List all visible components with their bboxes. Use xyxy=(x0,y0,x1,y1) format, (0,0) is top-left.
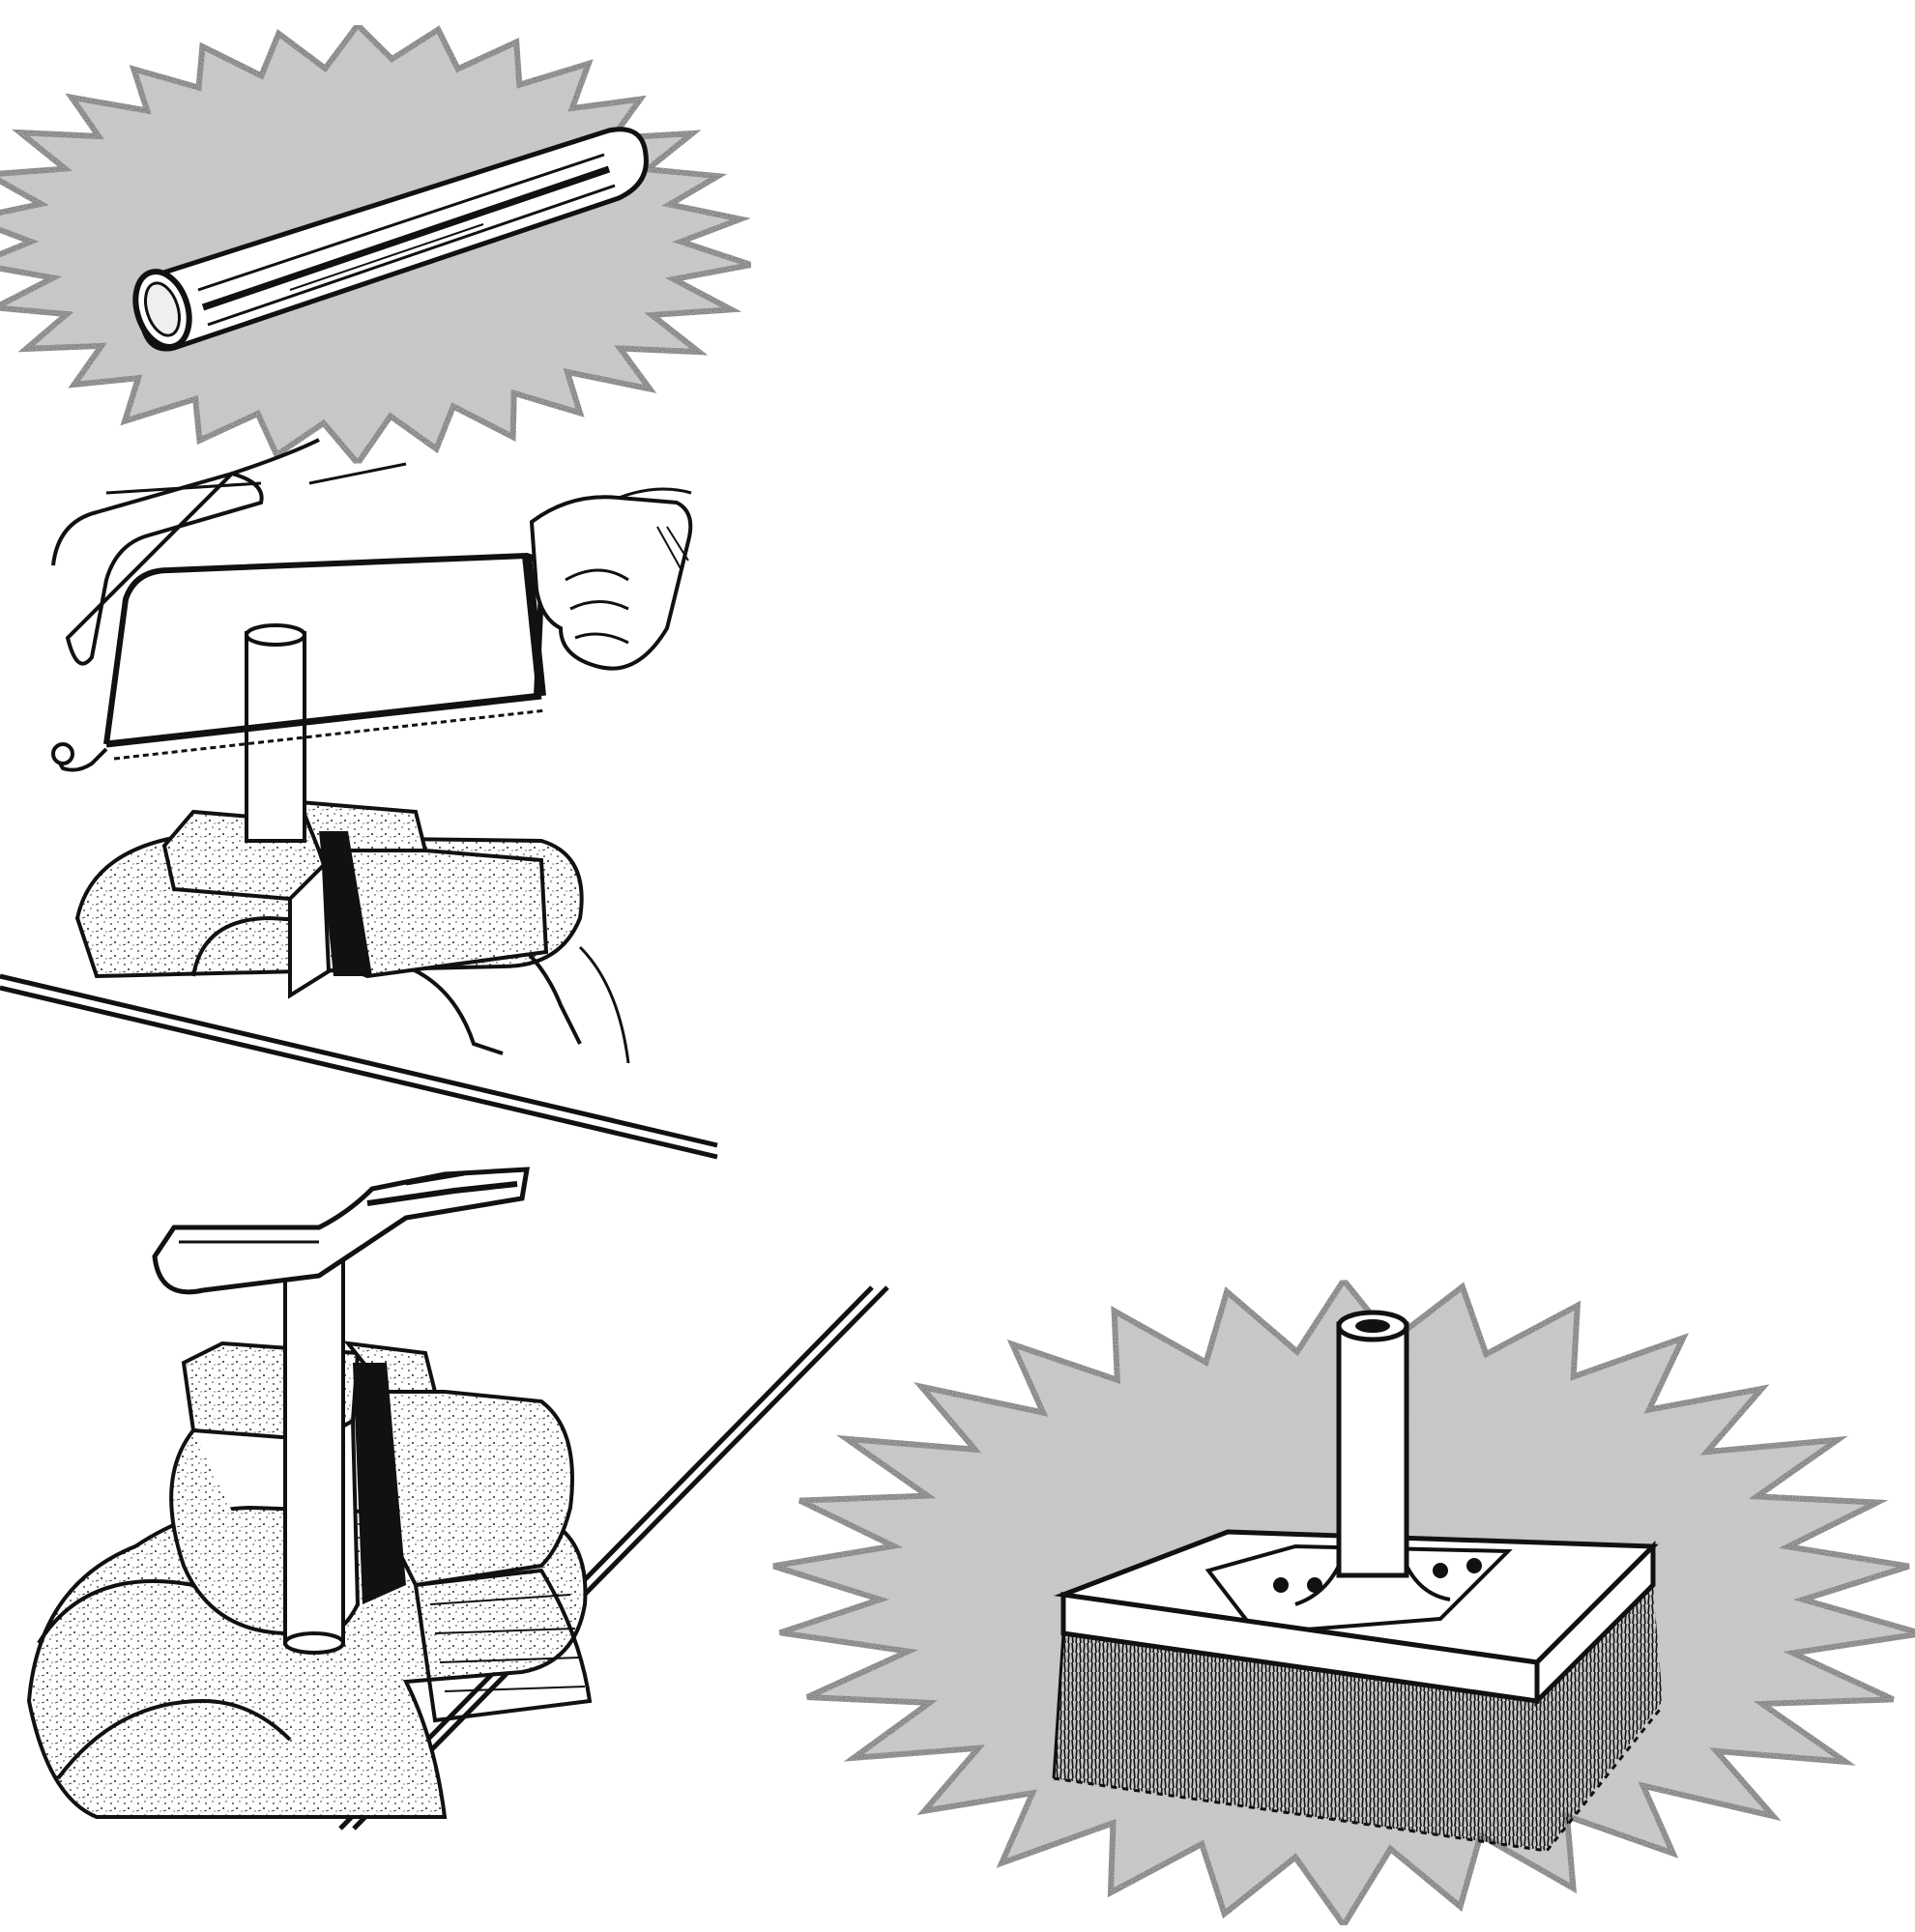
brush-icon xyxy=(1052,1310,1665,1853)
panel-tube xyxy=(0,20,752,469)
tube-icon xyxy=(245,623,306,843)
hacksaw-icon xyxy=(51,552,547,772)
left-hand-icon xyxy=(51,438,407,666)
panel-brush xyxy=(772,1275,1915,1931)
right-hand-icon xyxy=(529,487,693,671)
bent-tube-icon xyxy=(152,1167,530,1655)
panel-bending xyxy=(26,1167,889,1831)
tube-icon xyxy=(132,127,649,352)
panel-sawing xyxy=(0,438,718,1160)
